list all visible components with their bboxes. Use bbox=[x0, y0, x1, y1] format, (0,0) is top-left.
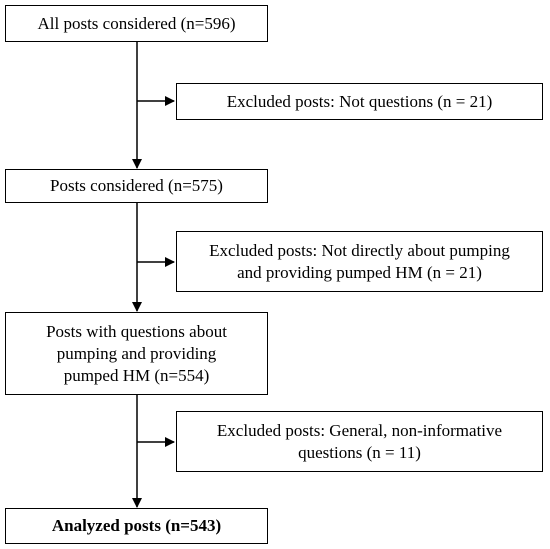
box-excluded-general: Excluded posts: General, non-informative… bbox=[176, 411, 543, 472]
box-excluded-not-questions-label: Excluded posts: Not questions (n = 21) bbox=[226, 91, 493, 111]
box-excluded-general-line2: questions (n = 11) bbox=[298, 442, 421, 462]
box-posts-with-questions-line1: Posts with questions about bbox=[46, 321, 227, 341]
box-all-posts-label: All posts considered (n=596) bbox=[37, 13, 236, 33]
box-excluded-not-questions: Excluded posts: Not questions (n = 21) bbox=[176, 83, 543, 120]
box-all-posts: All posts considered (n=596) bbox=[5, 5, 268, 42]
box-posts-with-questions-line2: pumping and providing bbox=[56, 343, 217, 363]
box-excluded-not-pumping-line2: and providing pumped HM (n = 21) bbox=[237, 262, 482, 282]
box-analyzed-posts: Analyzed posts (n=543) bbox=[5, 508, 268, 544]
box-excluded-general-line1: Excluded posts: General, non-informative bbox=[216, 420, 503, 440]
box-posts-with-questions: Posts with questions about pumping and p… bbox=[5, 312, 268, 395]
box-analyzed-posts-label: Analyzed posts (n=543) bbox=[51, 516, 222, 535]
box-excluded-not-pumping: Excluded posts: Not directly about pumpi… bbox=[176, 231, 543, 292]
box-excluded-not-pumping-line1: Excluded posts: Not directly about pumpi… bbox=[209, 240, 510, 260]
box-posts-with-questions-line3: pumped HM (n=554) bbox=[63, 365, 210, 385]
box-posts-considered-label: Posts considered (n=575) bbox=[50, 176, 223, 195]
box-posts-considered: Posts considered (n=575) bbox=[5, 169, 268, 203]
